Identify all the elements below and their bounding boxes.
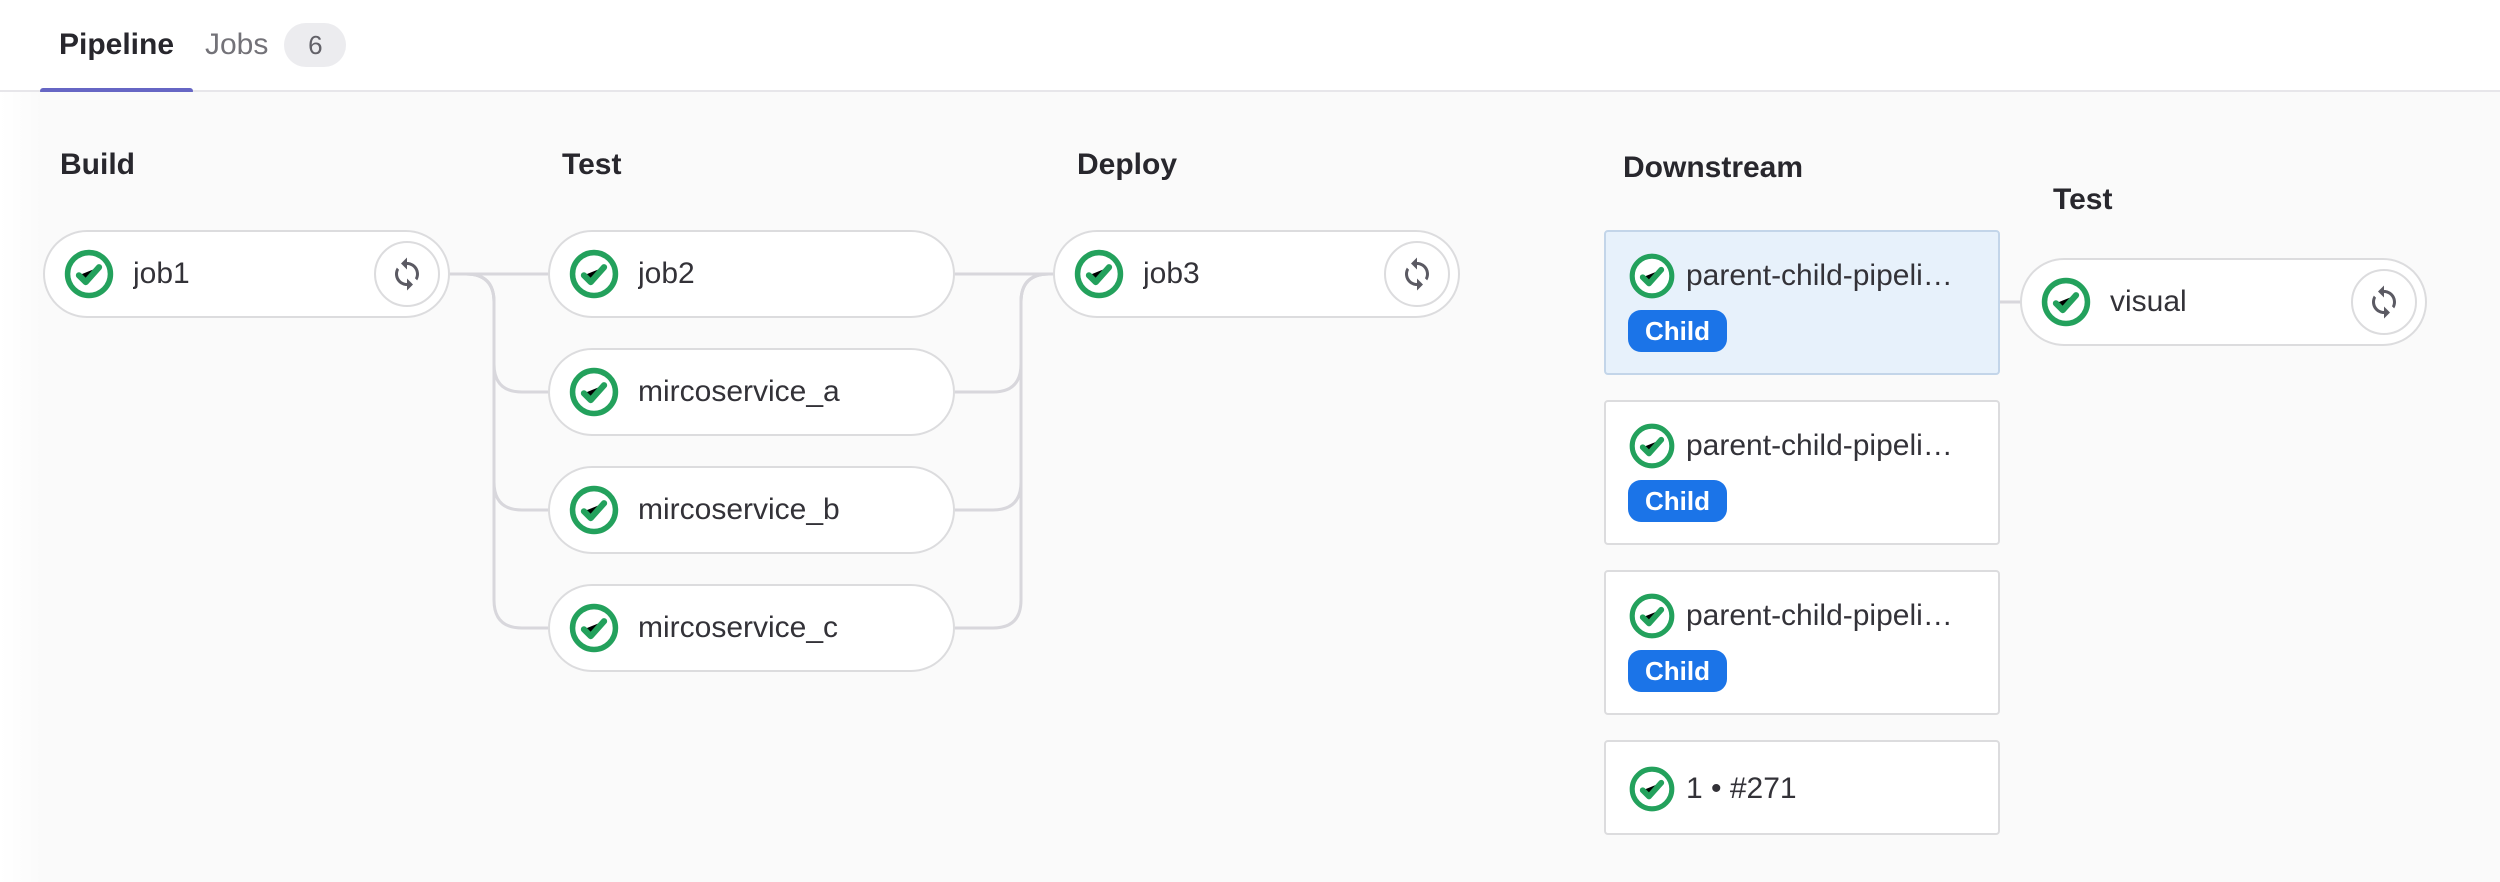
status-success-icon <box>1628 765 1676 813</box>
status-success-icon <box>1073 248 1125 300</box>
job-name: job1 <box>133 257 190 290</box>
job-name: mircoservice_b <box>638 493 840 526</box>
status-success-icon <box>63 248 115 300</box>
stage-title-downstream: Downstream <box>1623 151 1804 184</box>
retry-icon <box>1399 256 1435 292</box>
status-success-icon <box>2040 276 2092 328</box>
status-success-icon <box>568 366 620 418</box>
downstream-card-4[interactable]: 1 • #271 <box>1604 740 2000 835</box>
downstream-card-1[interactable]: parent-child-pipeli… Child <box>1604 230 2000 375</box>
stage-title-test-downstream: Test <box>2053 183 2113 216</box>
downstream-pipeline-name: parent-child-pipeli… <box>1686 429 1953 462</box>
status-success-icon <box>1628 592 1676 640</box>
child-badge: Child <box>1628 480 1727 522</box>
job-name: visual <box>2110 285 2187 318</box>
job-pill-job2[interactable]: job2 <box>548 230 955 318</box>
downstream-card-2[interactable]: parent-child-pipeli… Child <box>1604 400 2000 545</box>
active-tab-indicator <box>40 88 193 94</box>
job-pill-microservice-b[interactable]: mircoservice_b <box>548 466 955 554</box>
retry-button[interactable] <box>2351 269 2417 335</box>
retry-icon <box>2366 284 2402 320</box>
tab-pipeline[interactable]: Pipeline <box>40 0 193 94</box>
job-name: mircoservice_a <box>638 375 840 408</box>
pipeline-graph: Build Test Deploy Downstream Test job1 j… <box>0 92 2500 882</box>
tab-jobs-label: Jobs <box>205 28 269 61</box>
downstream-card-3[interactable]: parent-child-pipeli… Child <box>1604 570 2000 715</box>
stage-title-test: Test <box>562 148 622 181</box>
retry-button[interactable] <box>374 241 440 307</box>
retry-icon <box>389 256 425 292</box>
job-name: mircoservice_c <box>638 611 839 644</box>
downstream-pipeline-name: parent-child-pipeli… <box>1686 259 1953 292</box>
jobs-count-badge: 6 <box>284 23 347 67</box>
job-name: job3 <box>1143 257 1200 290</box>
child-badge: Child <box>1628 650 1727 692</box>
pipeline-tabbar: Pipeline Jobs 6 <box>0 0 2500 94</box>
job-pill-microservice-c[interactable]: mircoservice_c <box>548 584 955 672</box>
job-pill-visual[interactable]: visual <box>2020 258 2427 346</box>
job-pill-job1[interactable]: job1 <box>43 230 450 318</box>
job-pill-job3[interactable]: job3 <box>1053 230 1460 318</box>
status-success-icon <box>1628 422 1676 470</box>
stage-title-build: Build <box>60 148 135 181</box>
job-name: job2 <box>638 257 695 290</box>
status-success-icon <box>568 484 620 536</box>
connector-lines <box>450 272 2024 630</box>
tab-jobs[interactable]: Jobs 6 <box>205 0 365 90</box>
child-badge: Child <box>1628 310 1727 352</box>
status-success-icon <box>568 602 620 654</box>
downstream-pipeline-name: 1 • #271 <box>1686 772 1797 805</box>
job-pill-microservice-a[interactable]: mircoservice_a <box>548 348 955 436</box>
retry-button[interactable] <box>1384 241 1450 307</box>
status-success-icon <box>568 248 620 300</box>
status-success-icon <box>1628 252 1676 300</box>
stage-title-deploy: Deploy <box>1077 148 1178 181</box>
downstream-pipeline-name: parent-child-pipeli… <box>1686 599 1953 632</box>
tab-pipeline-label: Pipeline <box>58 28 175 61</box>
